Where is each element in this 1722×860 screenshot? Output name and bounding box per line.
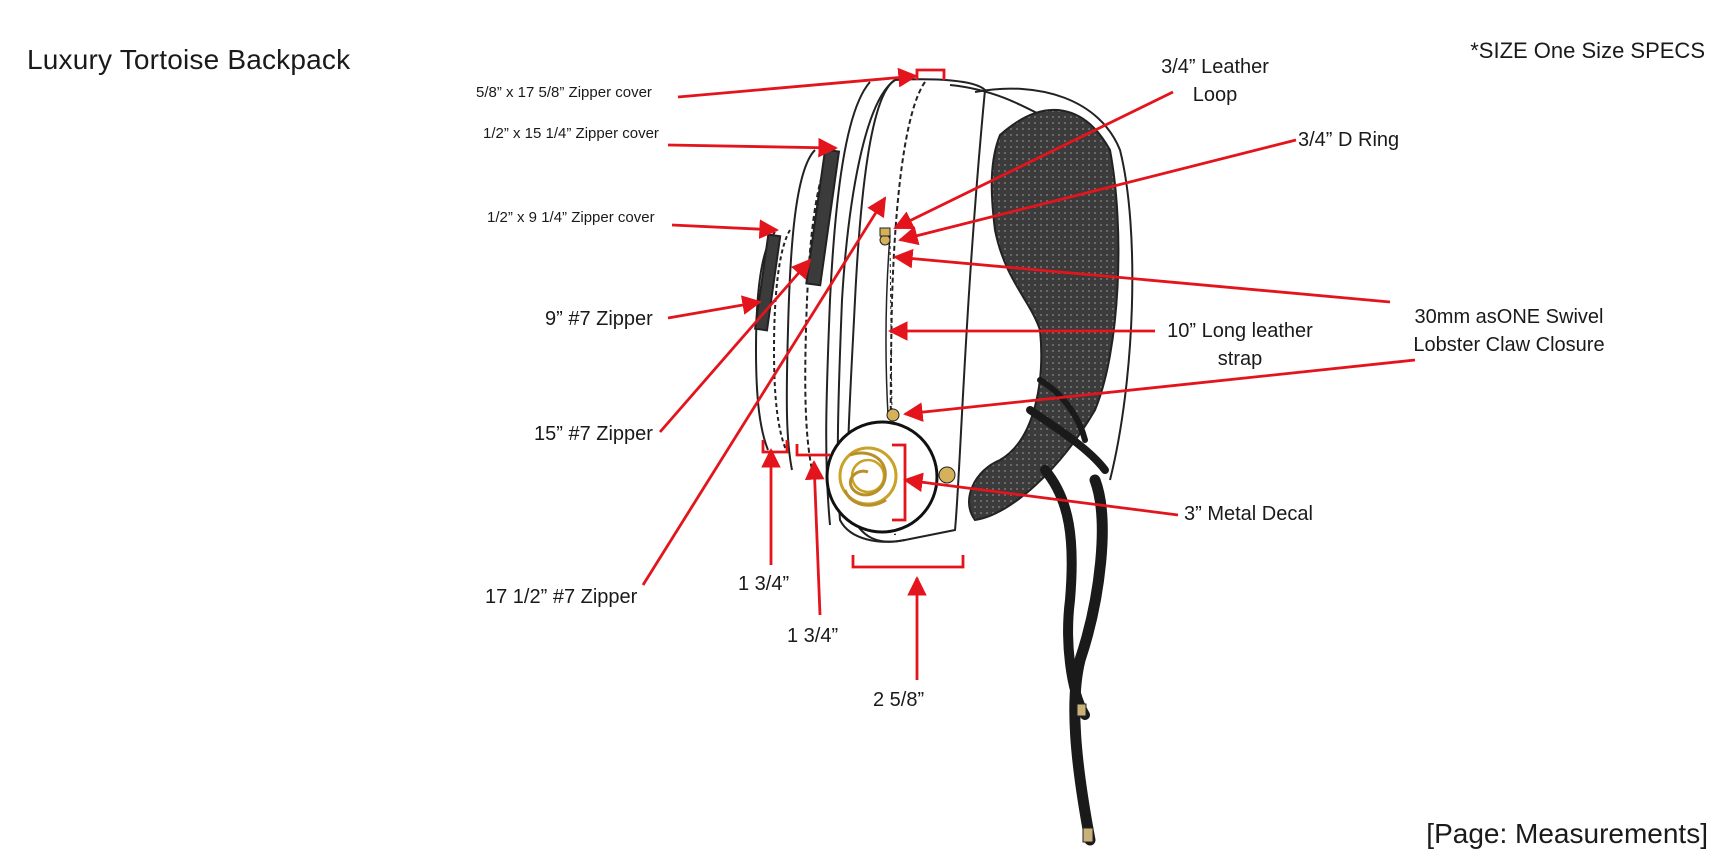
- label-zipper-15: 15” #7 Zipper: [534, 423, 653, 445]
- bracket-zip-cover-1: [915, 68, 946, 80]
- arrow-zip-cover-1: [677, 67, 918, 99]
- strap-tip: [1076, 703, 1087, 717]
- bracket-dim-c: [851, 555, 965, 569]
- label-leather-loop: 3/4” Leather Loop: [1140, 53, 1290, 109]
- metal-decal: [825, 420, 939, 534]
- label-zipper-9: 9” #7 Zipper: [545, 308, 653, 330]
- dimension-brackets: [761, 68, 965, 569]
- bracket-decal: [892, 443, 907, 522]
- label-lobster-claw: 30mm asONE Swivel Lobster Claw Closure: [1394, 303, 1624, 359]
- arrow-metal-decal: [903, 472, 1179, 517]
- arrow-zipper-9: [667, 295, 762, 320]
- label-leather-strap-line1: 10” Long leather: [1167, 320, 1313, 342]
- arrow-leather-loop: [893, 90, 1174, 230]
- arrow-zipper-17: [641, 196, 887, 586]
- label-zipper-17: 17 1/2” #7 Zipper: [485, 586, 638, 608]
- label-dim-b: 1 3/4”: [787, 625, 839, 647]
- label-lobster-claw-line1: 30mm asONE Swivel: [1414, 306, 1604, 328]
- label-zip-cover-1: 5/8” x 17 5/8” Zipper cover: [476, 84, 652, 101]
- arrow-dim-b: [804, 460, 825, 616]
- lobster-claw-hardware: [886, 408, 900, 422]
- label-leather-loop-line1: 3/4” Leather: [1161, 56, 1269, 78]
- callout-arrows: [641, 67, 1416, 680]
- label-lobster-claw-line2: Lobster Claw Closure: [1413, 334, 1605, 356]
- arrow-lobster-top: [893, 248, 1391, 304]
- label-zip-cover-2: 1/2” x 15 1/4” Zipper cover: [483, 125, 659, 142]
- leather-loop-hardware: [879, 227, 891, 237]
- arrow-d-ring: [898, 138, 1297, 246]
- label-dim-c: 2 5/8”: [873, 689, 925, 711]
- label-dim-a: 1 3/4”: [738, 573, 790, 595]
- size-specs-label: *SIZE One Size SPECS: [1470, 38, 1705, 63]
- arrow-zipper-15: [658, 258, 812, 433]
- arrow-lobster-bottom: [903, 358, 1416, 422]
- page-label: [Page: Measurements]: [1426, 818, 1708, 849]
- label-leather-loop-line2: Loop: [1192, 84, 1238, 106]
- strap-tip: [1082, 827, 1094, 843]
- arrow-zip-cover-3: [671, 219, 779, 239]
- label-d-ring: 3/4” D Ring: [1298, 129, 1400, 151]
- arrow-zip-cover-2: [667, 137, 838, 158]
- side-snap: [938, 466, 956, 484]
- label-zip-cover-3: 1/2” x 9 1/4” Zipper cover: [487, 209, 655, 226]
- page-title: Luxury Tortoise Backpack: [27, 44, 351, 75]
- bracket-dim-a: [761, 440, 789, 454]
- label-leather-strap-line2: strap: [1217, 348, 1263, 370]
- label-leather-strap: 10” Long leather strap: [1150, 317, 1330, 373]
- label-metal-decal: 3” Metal Decal: [1184, 503, 1313, 525]
- bracket-dim-b: [795, 444, 830, 457]
